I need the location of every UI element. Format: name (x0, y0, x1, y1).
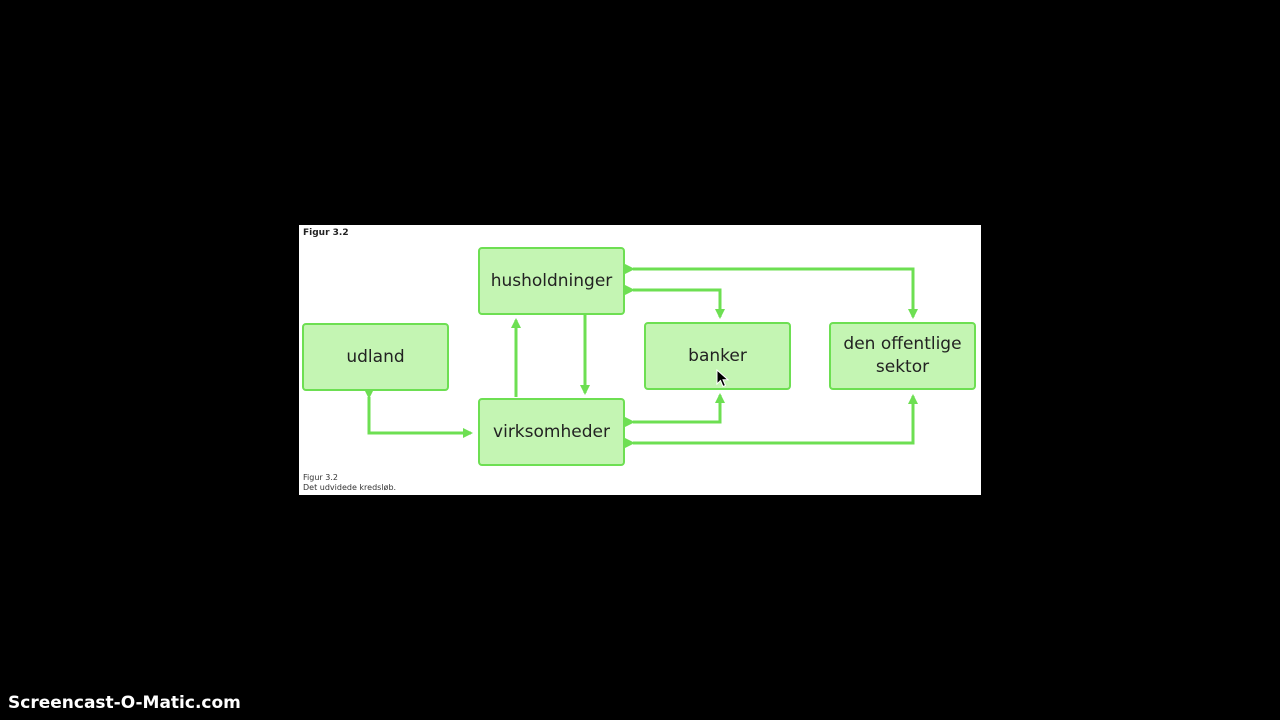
arrow-virksomheder-banker (625, 393, 725, 427)
node-udland: udland (302, 323, 449, 391)
node-husholdninger: husholdninger (478, 247, 625, 315)
diagram-figure: Figur 3.2 husholdninger udland banker (299, 225, 981, 495)
node-den-offentlige-sektor: den offentlige sektor (829, 322, 976, 390)
mouse-cursor-icon (716, 369, 730, 388)
caption-line-2: Det udvidede kredsløb. (303, 483, 397, 492)
arrow-husholdninger-offentlige (625, 264, 918, 319)
arrow-udland-virksomheder (364, 389, 473, 438)
figure-title: Figur 3.2 (303, 228, 349, 238)
node-offentlige-line1: den offentlige (843, 334, 962, 354)
arrow-virksomheder-offentlige (625, 394, 918, 448)
arrow-husholdninger-banker (625, 285, 725, 319)
flow-arrows (364, 264, 918, 448)
node-virksomheder: virksomheder (478, 398, 625, 466)
node-offentlige-line2: sektor (875, 357, 930, 377)
watermark: Screencast-O-Matic.com (8, 693, 241, 713)
figure-caption: Figur 3.2 Det udvidede kredsløb. (303, 473, 396, 493)
caption-line-1: Figur 3.2 (303, 473, 338, 482)
